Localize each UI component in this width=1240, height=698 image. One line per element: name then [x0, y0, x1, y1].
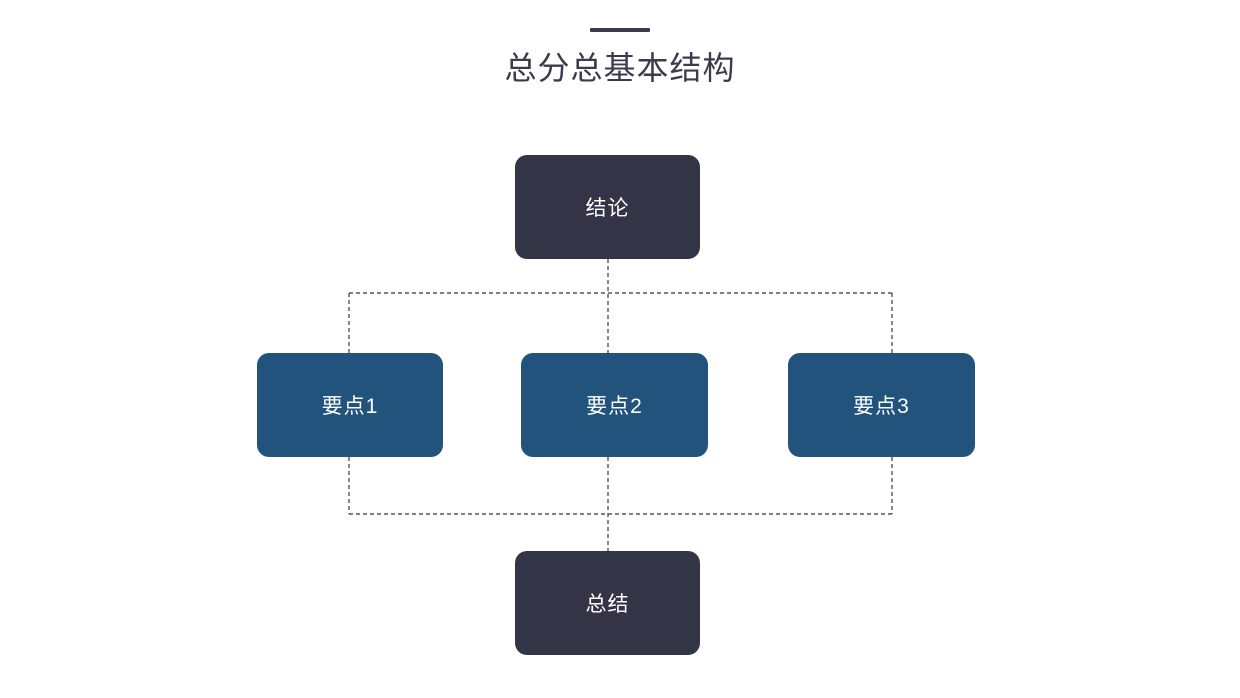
node-summary-label: 总结: [585, 593, 630, 616]
node-summary[interactable]: 总结: [515, 551, 700, 655]
node-point-2[interactable]: 要点2: [521, 353, 708, 457]
title-divider-rule: [590, 28, 650, 32]
node-point-1[interactable]: 要点1: [257, 353, 443, 457]
node-point-1-label: 要点1: [321, 395, 379, 418]
node-conclusion-label: 结论: [585, 197, 630, 220]
node-point-2-label: 要点2: [586, 395, 643, 418]
node-point-3[interactable]: 要点3: [788, 353, 975, 457]
node-conclusion[interactable]: 结论: [515, 155, 700, 259]
page-title: 总分总基本结构: [504, 50, 736, 86]
node-point-3-label: 要点3: [853, 395, 910, 418]
